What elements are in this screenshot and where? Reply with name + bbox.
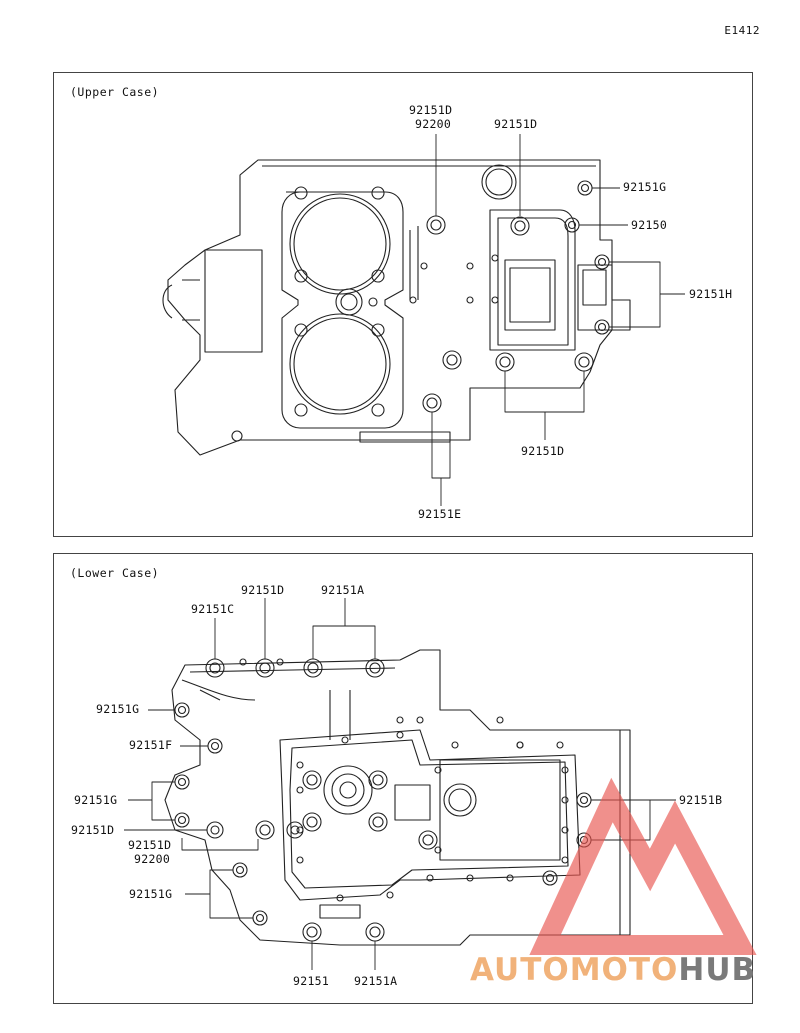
label-92151g-upper: 92151G	[622, 180, 668, 194]
watermark-triangle	[529, 777, 757, 955]
upper-leaders	[431, 134, 685, 506]
lower-case-drawing	[164, 649, 631, 946]
lower-bolts	[174, 658, 592, 942]
label-92151d-lower-left-2: 92151D	[127, 838, 173, 852]
label-92151d-upper-bottom: 92151D	[520, 444, 566, 458]
label-92151f-lower: 92151F	[128, 738, 174, 752]
watermark-logo: AUTOMOTOHUB	[470, 952, 756, 988]
diagram-id: E1412	[724, 24, 760, 37]
label-92151e-upper: 92151E	[417, 507, 463, 521]
lower-case-panel: (Lower Case)	[53, 553, 753, 1004]
label-92151d-lower-top: 92151D	[240, 583, 286, 597]
lower-case-title: (Lower Case)	[70, 566, 160, 580]
watermark-text-hub: HUB	[678, 952, 757, 988]
label-92151b-lower: 92151B	[678, 793, 724, 807]
label-92151d-upper-left: 92151D	[408, 103, 454, 117]
label-92151h-upper: 92151H	[688, 287, 734, 301]
label-92151-lower: 92151	[292, 974, 331, 988]
upper-case-drawing	[162, 159, 631, 456]
lower-leaders	[124, 598, 676, 970]
label-92151g-lower-2: 92151G	[73, 793, 119, 807]
label-92150-upper: 92150	[630, 218, 669, 232]
label-92200-upper: 92200	[414, 117, 453, 131]
upper-case-title: (Upper Case)	[70, 85, 160, 99]
label-92151d-upper-center: 92151D	[493, 117, 539, 131]
label-92151c-lower: 92151C	[190, 602, 236, 616]
label-92151a-lower-bottom: 92151A	[353, 974, 399, 988]
label-92151d-lower-left: 92151D	[70, 823, 116, 837]
upper-case-panel: (Upper Case)	[53, 72, 753, 537]
label-92151g-lower-1: 92151G	[95, 702, 141, 716]
label-92151a-lower-top: 92151A	[320, 583, 366, 597]
label-92200-lower: 92200	[133, 852, 172, 866]
watermark-text-automoto: AUTOMOTO	[470, 952, 679, 988]
label-92151g-lower-3: 92151G	[128, 887, 174, 901]
upper-bolts	[422, 180, 610, 413]
